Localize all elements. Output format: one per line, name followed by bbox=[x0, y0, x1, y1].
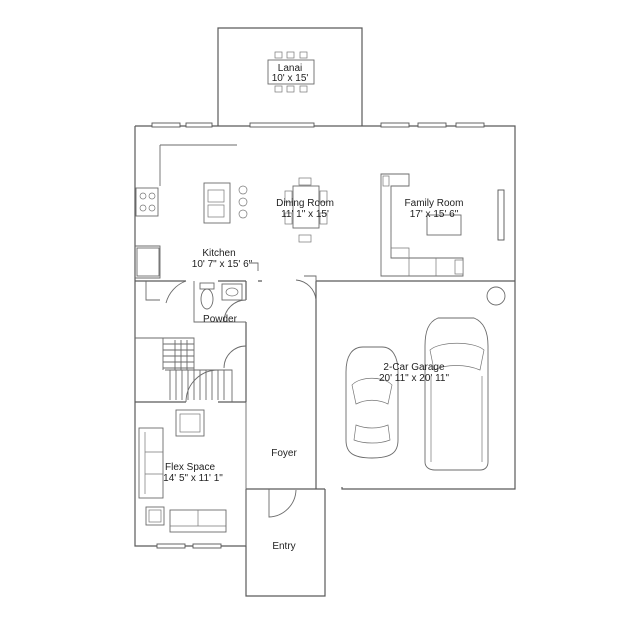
staircase bbox=[162, 338, 232, 400]
flex-label: Flex Space bbox=[165, 462, 215, 473]
garage-size: 20' 11" x 20' 11" bbox=[379, 373, 449, 384]
flex-size: 14' 5" x 11' 1" bbox=[163, 473, 223, 484]
lanai-size: 10' x 15' bbox=[272, 73, 309, 84]
garage-cars bbox=[345, 317, 489, 471]
lanai-label: Lanai bbox=[278, 63, 302, 74]
powder-fixtures bbox=[199, 282, 243, 310]
entry-label: Entry bbox=[272, 541, 295, 552]
kitchen-size: 10' 7" x 15' 6" bbox=[192, 259, 253, 270]
windows bbox=[151, 122, 505, 549]
garage-label: 2-Car Garage bbox=[383, 362, 445, 373]
family-label: Family Room bbox=[405, 198, 464, 209]
family-sectional bbox=[380, 173, 464, 277]
doors bbox=[165, 262, 317, 518]
foyer-label: Foyer bbox=[271, 448, 297, 459]
water-heater bbox=[486, 286, 506, 306]
family-size: 17' x 15' 6" bbox=[410, 209, 459, 220]
flex-furniture bbox=[138, 409, 227, 533]
lanai-table-set bbox=[267, 51, 315, 93]
kitchen-appliances bbox=[135, 182, 248, 277]
dining-label: Dining Room bbox=[276, 198, 334, 209]
kitchen-label: Kitchen bbox=[202, 248, 235, 259]
dining-size: 11' 1" x 15' bbox=[281, 209, 329, 220]
dining-table-set bbox=[284, 177, 328, 243]
powder-label: Powder bbox=[203, 314, 238, 325]
